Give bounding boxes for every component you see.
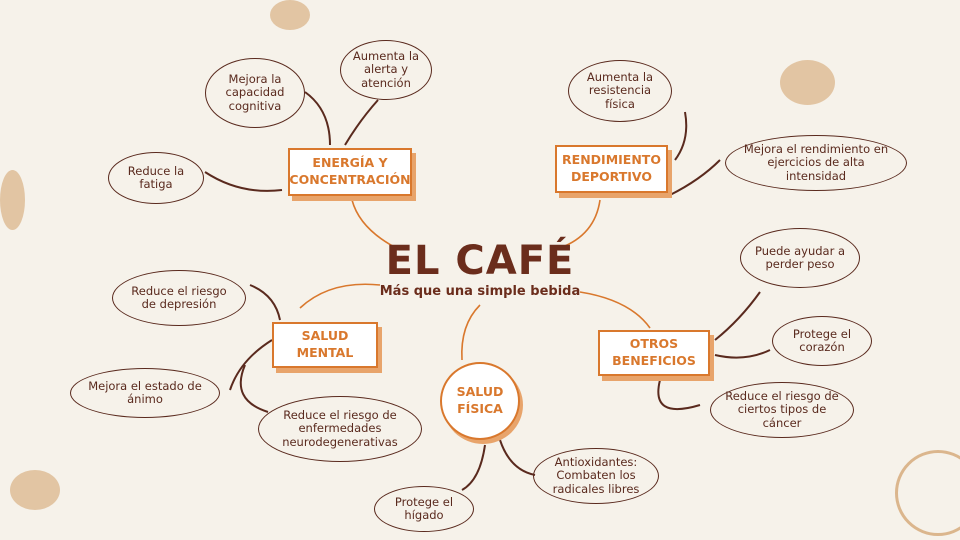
category-fisica: SALUD FÍSICA — [440, 362, 520, 440]
node-corazon: Protege el corazón — [772, 316, 872, 366]
node-alta-intensidad: Mejora el rendimiento en ejercicios de a… — [725, 135, 907, 191]
node-depresion: Reduce el riesgo de depresión — [112, 270, 246, 326]
arrow — [344, 99, 379, 146]
arrow — [229, 339, 273, 391]
arrow-to-rendimiento — [559, 199, 601, 249]
node-perder-peso: Puede ayudar a perder peso — [740, 228, 860, 288]
arrow — [204, 171, 283, 192]
coffee-stain — [270, 0, 310, 30]
main-title: EL CAFÉ — [385, 238, 575, 284]
arrow-to-otros — [579, 291, 651, 329]
category-energia: ENERGÍA Y CONCENTRACIÓN — [288, 148, 412, 196]
arrow-to-fisica — [461, 304, 481, 361]
node-capacidad-cognitiva: Mejora la capacidad cognitiva — [205, 58, 305, 128]
node-antioxidantes: Antioxidantes: Combaten los radicales li… — [533, 448, 659, 504]
arrow — [669, 159, 721, 196]
arrow — [714, 349, 771, 359]
node-alerta-atencion: Aumenta la alerta y atención — [340, 40, 432, 100]
coffee-ring — [895, 450, 960, 536]
node-cancer: Reduce el riesgo de ciertos tipos de cán… — [710, 382, 854, 438]
node-higado: Protege el hígado — [374, 486, 474, 532]
arrow — [714, 291, 761, 341]
arrow-to-energia — [351, 199, 401, 251]
arrow — [249, 284, 281, 321]
node-estado-animo: Mejora el estado de ánimo — [70, 368, 220, 418]
node-resistencia-fisica: Aumenta la resistencia física — [568, 60, 672, 122]
coffee-stain — [10, 470, 60, 510]
arrow — [239, 364, 269, 413]
category-mental: SALUD MENTAL — [272, 322, 378, 368]
coffee-stain — [780, 60, 835, 105]
node-neurodegenerativas: Reduce el riesgo de enfermedades neurode… — [258, 396, 422, 462]
arrow — [674, 111, 688, 161]
main-subtitle: Más que una simple bebida — [379, 284, 581, 299]
category-otros: OTROS BENEFICIOS — [598, 330, 710, 376]
arrow — [304, 91, 331, 146]
node-fatiga: Reduce la fatiga — [108, 152, 204, 204]
category-rendimiento: RENDIMIENTO DEPORTIVO — [555, 145, 668, 193]
arrow-to-mental — [299, 283, 381, 309]
coffee-stain — [0, 170, 25, 230]
arrow — [461, 444, 486, 491]
arrow — [657, 379, 701, 410]
arrow — [499, 439, 536, 476]
